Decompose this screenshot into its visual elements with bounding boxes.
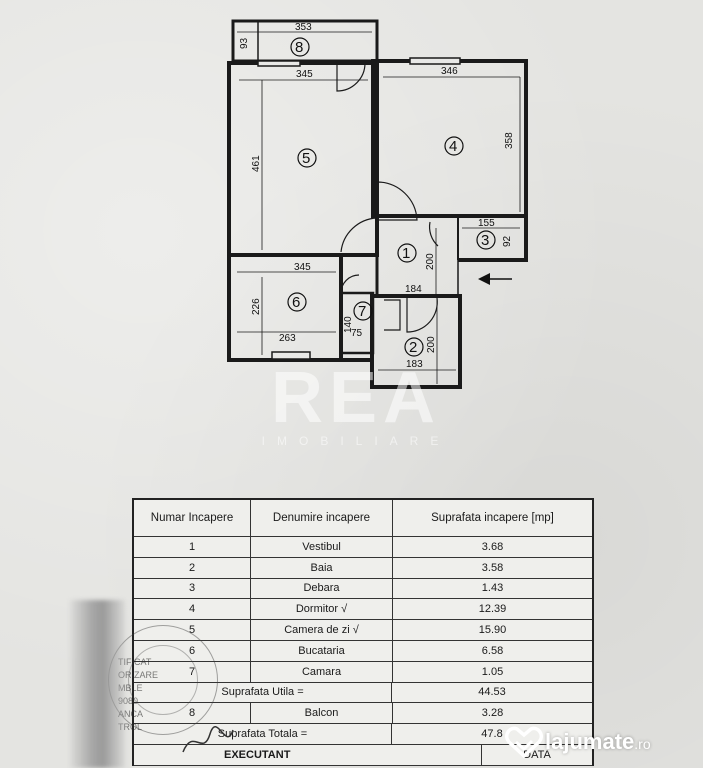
- stamp-line: MBLE: [118, 683, 143, 693]
- duct: [384, 299, 401, 331]
- room-number-5: 5: [302, 150, 310, 167]
- dim-debara-height: 92: [502, 235, 513, 247]
- room-number-1: 1: [402, 245, 410, 262]
- dim-room5-width: 345: [296, 69, 313, 80]
- cell-number: 3: [134, 578, 251, 599]
- dim-kitchen-width-bottom: 263: [279, 333, 296, 344]
- door-swing: [336, 62, 366, 92]
- stamp-line: ORIZARE: [118, 670, 159, 680]
- window: [257, 60, 301, 67]
- door-swing: [406, 297, 438, 333]
- total-area-label: Suprafata Totala =: [134, 724, 392, 744]
- stamp-line: 9080: [118, 696, 139, 706]
- executant-label: EXECUTANT: [134, 744, 482, 765]
- cell-number: 4: [134, 599, 251, 620]
- stamp-text: TIFICAT ORIZARE MBLE 9080 ANCA TROL: [118, 656, 158, 734]
- cell-area: 3.58: [481, 561, 504, 574]
- cell-area: 1.05: [481, 665, 504, 678]
- dim-camara-width: 75: [351, 328, 363, 339]
- total-area-value: 47.8: [481, 728, 503, 741]
- table-header: Numar Incapere Denumire incapere Suprafa…: [134, 500, 592, 537]
- cell-name: Debara: [251, 578, 393, 599]
- window: [271, 351, 311, 360]
- table-row: 4 Dormitor √ 12.39: [134, 599, 592, 621]
- room-number-2: 2: [409, 339, 417, 356]
- watermark-sub: IMOBILIARE: [261, 434, 451, 448]
- header-room-area: Suprafata incapere [mp]: [431, 512, 554, 524]
- executant-row: EXECUTANT DATA: [134, 744, 592, 766]
- door-swing: [376, 181, 418, 221]
- cell-area: 1.43: [481, 582, 504, 595]
- cell-name: Camera de zi √: [251, 620, 393, 640]
- logo-tld: .ro: [634, 736, 651, 752]
- kitchen-walls: [227, 253, 343, 362]
- logo-text: lajumate.ro: [545, 729, 651, 755]
- cell-name: Bucataria: [251, 640, 393, 661]
- cell-name: Vestibul: [251, 537, 393, 557]
- dim-room4-height: 358: [504, 132, 515, 149]
- logo-name: lajumate: [545, 729, 635, 754]
- cell-name: Baia: [251, 557, 393, 578]
- dim-kitchen-height: 226: [251, 298, 262, 315]
- table-row: 3 Debara 1.43: [134, 578, 592, 600]
- table-row: 1 Vestibul 3.68: [134, 537, 592, 558]
- signature-scribble: [182, 726, 234, 753]
- cell-name: Balcon: [251, 703, 393, 724]
- cell-area: 3.68: [481, 540, 504, 553]
- lajumate-logo[interactable]: lajumate.ro: [505, 720, 695, 764]
- stamp-line: ANCA: [118, 709, 144, 719]
- dim-room4-width: 346: [441, 66, 458, 77]
- rea-watermark: REA IMOBILIARE: [236, 360, 476, 448]
- door-swing: [340, 217, 378, 253]
- dim-camara-height: 140: [343, 316, 354, 333]
- watermark-main: REA: [270, 358, 441, 438]
- stamp-inner-ring: [128, 645, 198, 715]
- cell-name: Dormitor √: [251, 599, 393, 620]
- cell-number: 1: [134, 537, 251, 557]
- room-number-7: 7: [358, 303, 366, 320]
- room-number-8: 8: [295, 39, 303, 56]
- area-table: Numar Incapere Denumire incapere Suprafa…: [132, 498, 594, 766]
- cell-area: 6.58: [481, 644, 504, 657]
- dim-bath-height: 200: [426, 336, 437, 353]
- stamp-line: TIFICAT: [118, 657, 152, 667]
- dim-room5-height: 461: [251, 155, 262, 172]
- header-room-name: Denumire incapere: [251, 500, 393, 536]
- redaction-blur: [70, 600, 125, 768]
- door-swing: [340, 274, 360, 294]
- dim-kitchen-width-top: 345: [294, 262, 311, 273]
- window: [409, 57, 461, 65]
- dim-balcony-depth: 93: [239, 37, 250, 49]
- dim-vestibul-width: 184: [405, 284, 422, 295]
- useful-area-label: Suprafata Utila =: [134, 682, 392, 703]
- stamp-line: TROL: [118, 722, 143, 732]
- cell-area: 3.28: [481, 707, 504, 720]
- debara-walls: [458, 216, 528, 262]
- cell-area: 12.39: [478, 603, 507, 616]
- useful-area-value: 44.53: [478, 686, 506, 699]
- door-swing: [428, 221, 439, 247]
- room-number-3: 3: [481, 232, 489, 249]
- table-row: 2 Baia 3.58: [134, 557, 592, 579]
- entry-arrow-icon: [478, 273, 512, 285]
- dim-bath-width: 183: [406, 359, 423, 370]
- header-room-number: Numar Incapere: [134, 500, 251, 536]
- dim-balcony-width: 353: [295, 22, 312, 33]
- cell-number: 5: [134, 620, 251, 640]
- useful-area-row: Suprafata Utila = 44.53: [134, 682, 592, 704]
- heart-logo-icon: [505, 726, 543, 759]
- dim-debara-width: 155: [478, 218, 495, 229]
- room-number-6: 6: [292, 294, 300, 311]
- room-number-4: 4: [449, 138, 457, 155]
- bath-walls: [370, 294, 462, 389]
- cell-name: Camara: [251, 661, 393, 682]
- total-area-row: Suprafata Totala = 47.8: [134, 724, 592, 745]
- cell-number: 2: [134, 557, 251, 578]
- cell-area: 15.90: [478, 624, 507, 637]
- table-row: 5 Camera de zi √ 15.90: [134, 620, 592, 641]
- dim-vestibul-height: 200: [425, 253, 436, 270]
